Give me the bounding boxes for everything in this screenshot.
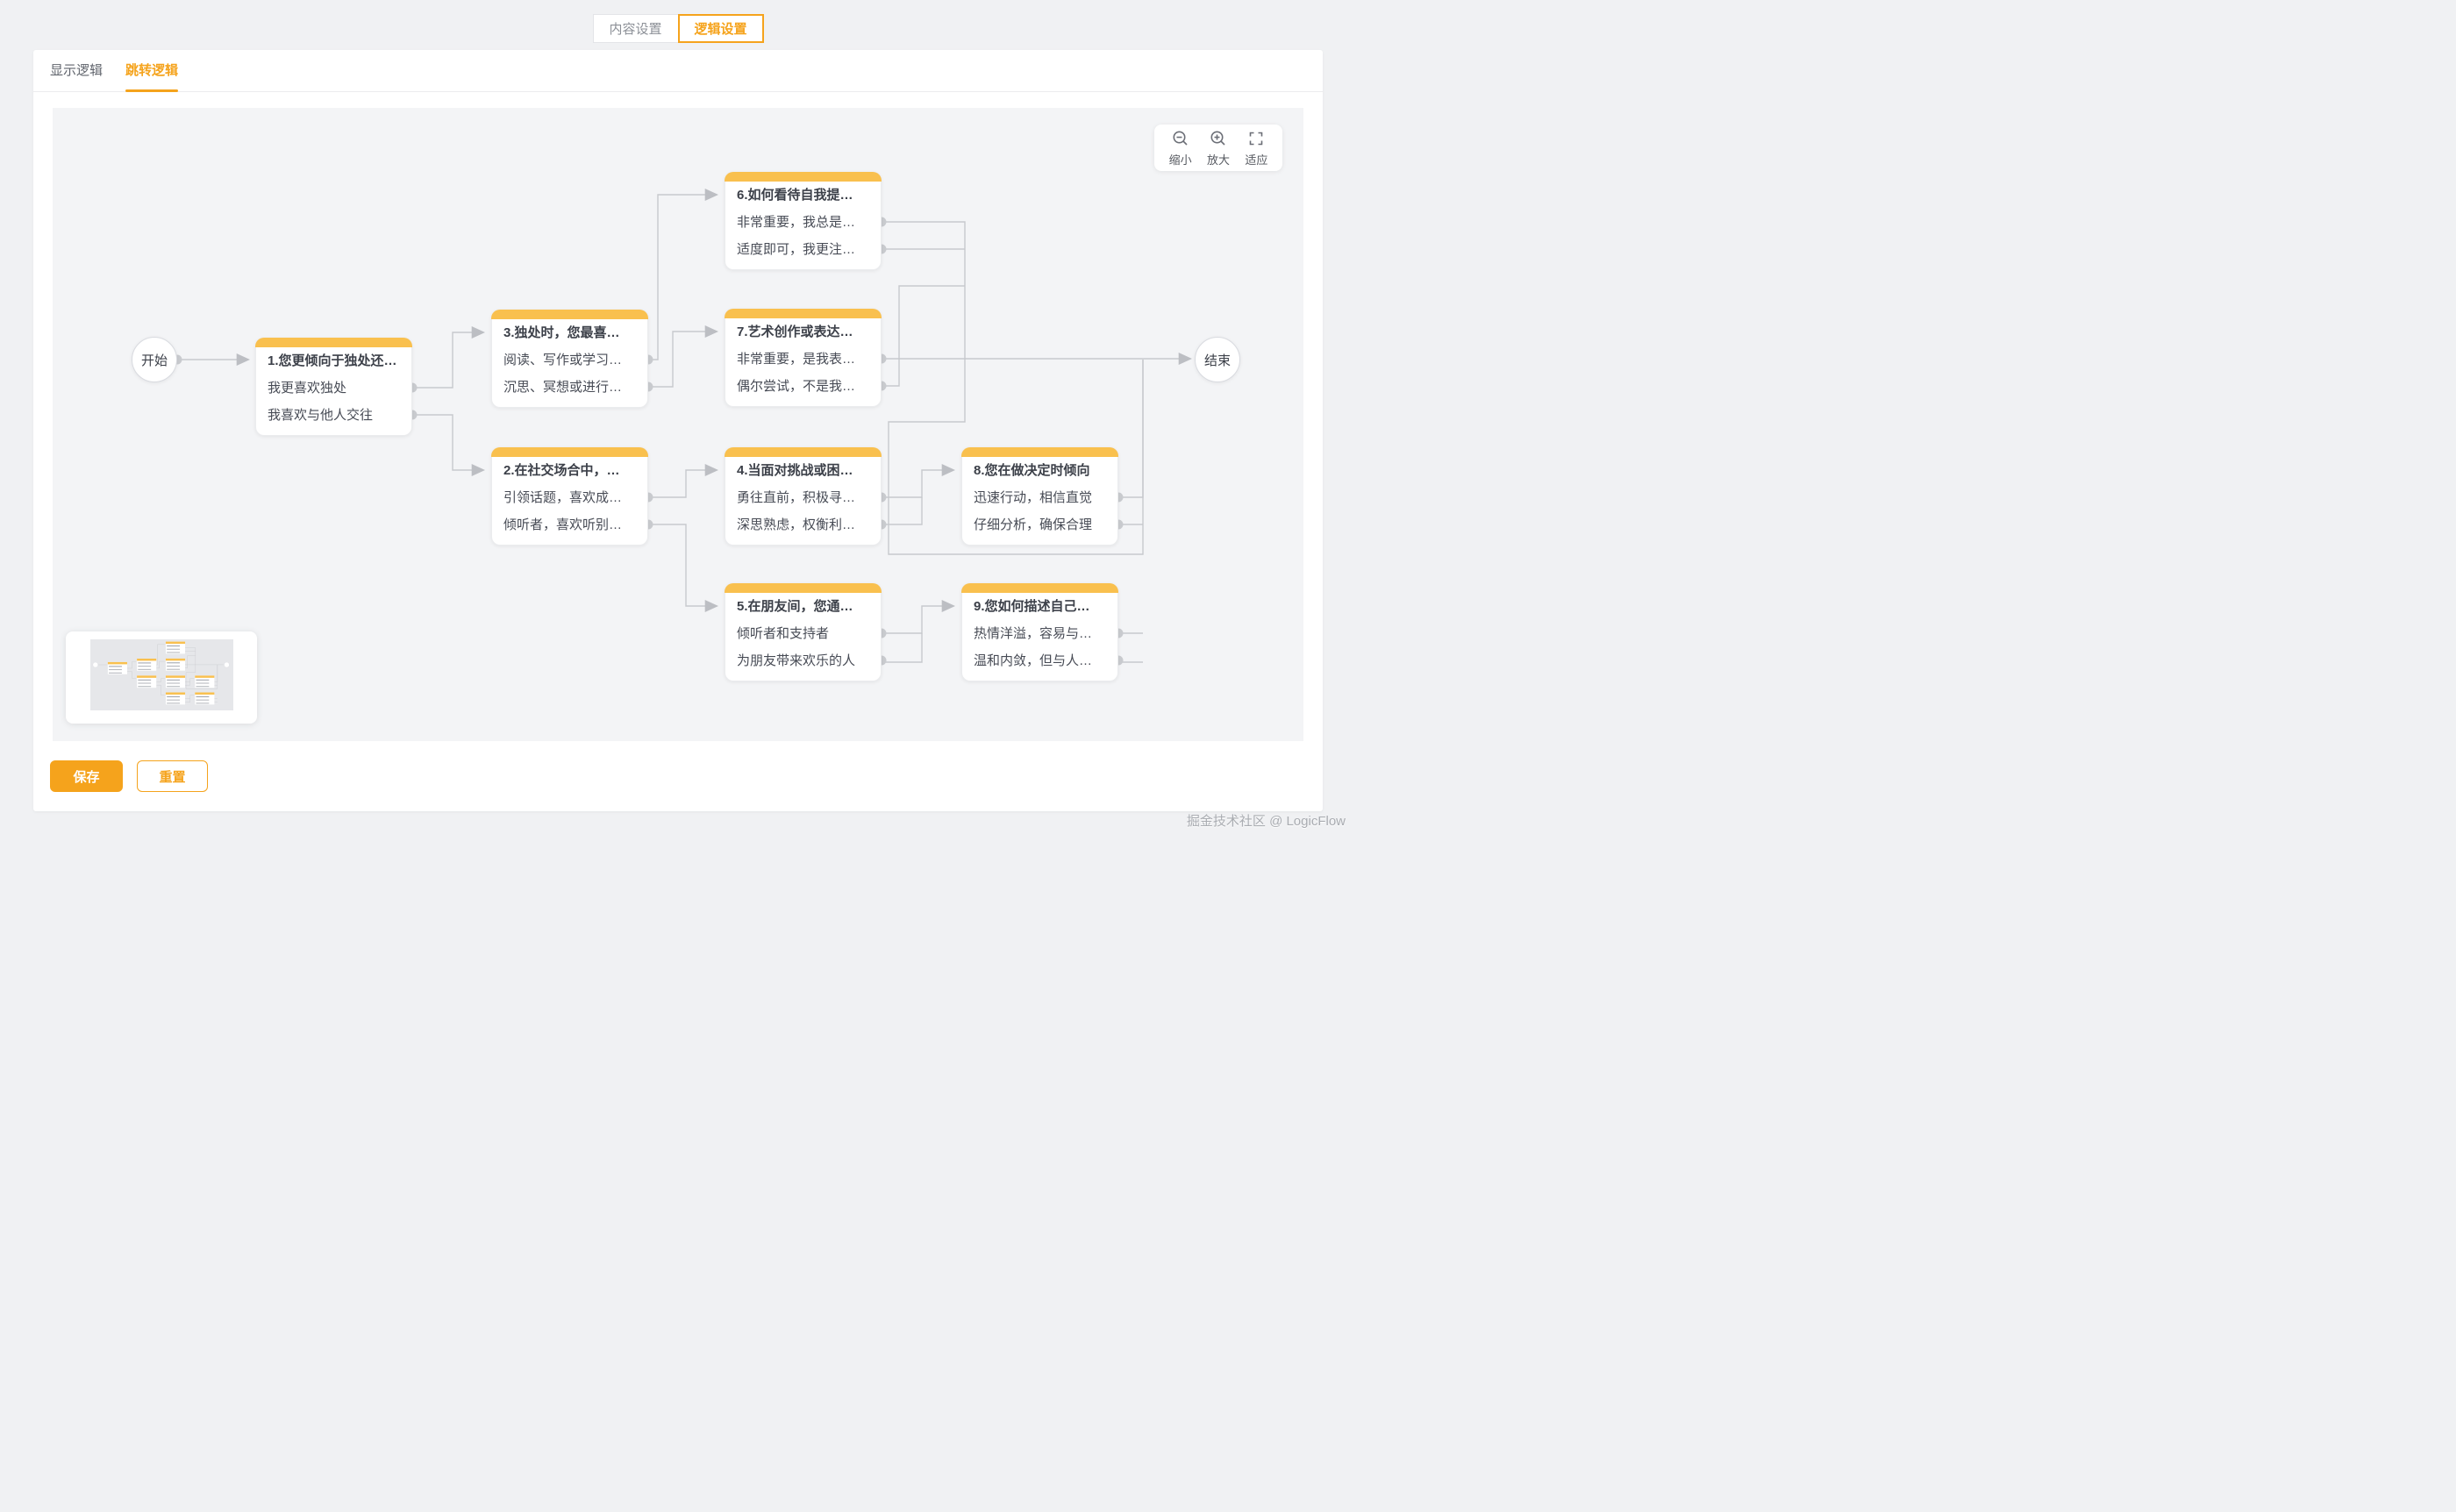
- node-option: 我更喜欢独处: [268, 381, 347, 396]
- flow-node-q4[interactable]: 4.当面对挑战或困… 勇往直前，积极寻… 深思熟虑，权衡利…: [725, 447, 882, 546]
- edge-q5#1-to-q9[interactable]: [882, 633, 923, 663]
- tab-content-settings[interactable]: 内容设置: [592, 14, 679, 43]
- zoom-out-label: 缩小: [1168, 153, 1192, 167]
- edge-q1#1-to-q2[interactable]: [412, 414, 486, 476]
- edge-q1#0-to-q3[interactable]: [126, 661, 136, 669]
- edge-q3#0-to-q6[interactable]: [156, 644, 165, 666]
- node-option: 迅速行动，相信直觉: [974, 490, 1093, 505]
- edge-q2#1-to-q5[interactable]: [648, 524, 719, 612]
- edge-q4#1-to-q8[interactable]: [185, 681, 190, 686]
- zoom-in-label: 放大: [1206, 153, 1230, 167]
- node-option: 深思熟虑，权衡利…: [737, 517, 856, 532]
- start-node[interactable]: 开始: [132, 337, 177, 382]
- edge-q2#0-to-q4[interactable]: [648, 464, 719, 498]
- fit-view-label: 适应: [1245, 153, 1268, 167]
- edge-q5#1-to-q9[interactable]: [185, 698, 190, 703]
- node-option: 仔细分析，确保合理: [974, 517, 1093, 532]
- node-option: 阅读、写作或学习…: [503, 353, 623, 367]
- app: 内容设置 逻辑设置 显示逻辑 跳转逻辑 1.您更倾向于独处还… 我更喜欢独处 我…: [0, 0, 1356, 835]
- tab-display-logic[interactable]: 显示逻辑: [50, 62, 104, 78]
- logic-subtab-bar: 显示逻辑 跳转逻辑: [33, 50, 1323, 92]
- node-title: 2.在社交场合中，…: [503, 463, 620, 478]
- node-title: 1.您更倾向于独处还…: [268, 353, 397, 368]
- zoom-toolbar: 缩小 放大 适应: [1154, 125, 1282, 171]
- node-title: 7.艺术创作或表达…: [737, 325, 853, 339]
- node-title: 5.在朋友间，您通…: [737, 599, 853, 614]
- node-option: 适度即可，我更注…: [737, 242, 856, 257]
- edge-q1#1-to-q2[interactable]: [126, 671, 136, 679]
- node-option: 倾听者和支持者: [737, 626, 830, 641]
- minimap-viewport: [90, 639, 233, 710]
- zoom-out-button[interactable]: 缩小: [1169, 130, 1192, 166]
- node-option: 我喜欢与他人交往: [268, 408, 374, 423]
- edge-q7#1-to-end[interactable]: [185, 655, 196, 668]
- node-option: 热情洋溢，容易与…: [974, 626, 1093, 641]
- edge-q5#0-to-q9[interactable]: [882, 600, 956, 634]
- edge-q3#0-to-q6[interactable]: [648, 189, 719, 360]
- edge-q2#1-to-q5[interactable]: [156, 685, 165, 695]
- flow-node-q7[interactable]: 7.艺术创作或表达… 非常重要，是我表… 偶尔尝试，不是我…: [725, 309, 882, 407]
- zoom-in-button[interactable]: 放大: [1207, 130, 1230, 166]
- edge-q3#1-to-q7[interactable]: [648, 325, 719, 388]
- node-option: 偶尔尝试，不是我…: [737, 379, 856, 394]
- minimap[interactable]: [66, 631, 257, 724]
- flow-node-q8[interactable]: 8.您在做决定时倾向 迅速行动，相信直觉 仔细分析，确保合理: [961, 447, 1118, 546]
- fit-view-button[interactable]: 适应: [1245, 130, 1267, 166]
- edge-q3#1-to-q7[interactable]: [156, 660, 165, 669]
- edge-q7#1-to-end[interactable]: [882, 285, 965, 387]
- save-button[interactable]: 保存: [50, 760, 123, 792]
- tab-logic-settings[interactable]: 逻辑设置: [677, 14, 764, 43]
- flow-node-q1[interactable]: 1.您更倾向于独处还… 我更喜欢独处 我喜欢与他人交往: [255, 338, 412, 436]
- logic-panel: 显示逻辑 跳转逻辑 1.您更倾向于独处还… 我更喜欢独处 我喜欢与他人交往 3.…: [33, 50, 1323, 811]
- zoom-in-icon: [1210, 130, 1227, 151]
- node-option: 倾听者，喜欢听别…: [503, 517, 623, 532]
- flow-node-q2[interactable]: 2.在社交场合中，… 引领话题，喜欢成… 倾听者，喜欢听别…: [491, 447, 648, 546]
- watermark: 掘金技术社区 @ LogicFlow: [1186, 814, 1346, 829]
- node-option: 非常重要，是我表…: [737, 352, 856, 367]
- flow-node-q5[interactable]: 5.在朋友间，您通… 倾听者和支持者 为朋友带来欢乐的人: [725, 583, 882, 681]
- flow-node-q9[interactable]: 9.您如何描述自己… 热情洋溢，容易与… 温和内敛，但与人…: [961, 583, 1118, 681]
- flow-node-q6[interactable]: 6.如何看待自我提… 非常重要，我总是… 适度即可，我更注…: [725, 172, 882, 270]
- edge-q6#0-to-end[interactable]: [185, 647, 218, 689]
- edge-q5#0-to-q9[interactable]: [185, 695, 195, 699]
- action-bar: 保存 重置: [50, 760, 208, 792]
- flow-node-q3[interactable]: 3.独处时，您最喜… 阅读、写作或学习… 沉思、冥想或进行…: [491, 310, 648, 408]
- reset-button[interactable]: 重置: [137, 760, 208, 792]
- node-title: 6.如何看待自我提…: [737, 188, 853, 203]
- node-title: 8.您在做决定时倾向: [974, 463, 1090, 478]
- edge-q8#0-to-end[interactable]: [1118, 360, 1144, 498]
- tab-jump-logic[interactable]: 跳转逻辑: [125, 50, 179, 92]
- zoom-out-icon: [1172, 130, 1189, 151]
- node-option: 温和内敛，但与人…: [974, 653, 1093, 668]
- fit-view-icon: [1247, 130, 1265, 151]
- settings-tabs: 内容设置 逻辑设置: [0, 14, 1356, 43]
- edge-q1#0-to-q3[interactable]: [412, 326, 486, 389]
- node-option: 勇往直前，积极寻…: [737, 490, 856, 505]
- node-title: 9.您如何描述自己…: [974, 599, 1090, 614]
- node-title: 3.独处时，您最喜…: [503, 325, 620, 340]
- node-option: 引领话题，喜欢成…: [503, 490, 623, 505]
- edge-q2#0-to-q4[interactable]: [156, 678, 165, 682]
- flow-canvas[interactable]: 1.您更倾向于独处还… 我更喜欢独处 我喜欢与他人交往 3.独处时，您最喜… 阅…: [53, 108, 1303, 741]
- edge-q4#0-to-q8[interactable]: [185, 678, 195, 682]
- node-option: 沉思、冥想或进行…: [503, 380, 623, 395]
- edge-q4#1-to-q8[interactable]: [882, 497, 923, 525]
- end-node[interactable]: 结束: [1195, 337, 1240, 382]
- node-option: 为朋友带来欢乐的人: [737, 653, 856, 668]
- node-title: 4.当面对挑战或困…: [737, 463, 853, 478]
- edge-q6#0-to-end[interactable]: [882, 221, 1144, 555]
- edge-q4#0-to-q8[interactable]: [882, 464, 956, 498]
- node-option: 非常重要，我总是…: [737, 215, 856, 230]
- edge-q8#0-to-end[interactable]: [214, 665, 218, 682]
